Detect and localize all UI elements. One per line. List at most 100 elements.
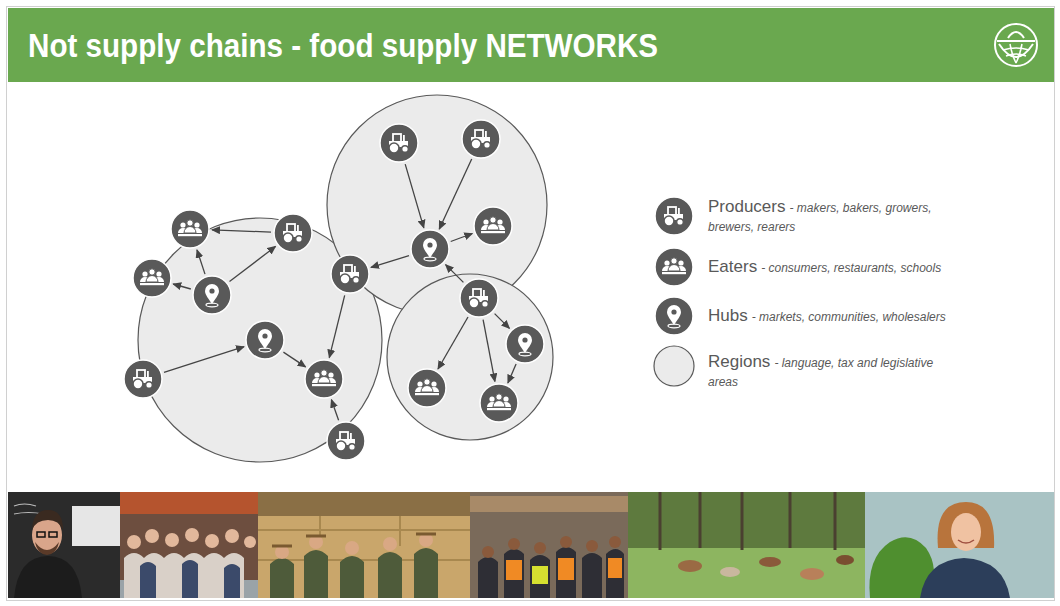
flow-arrow [495, 314, 510, 329]
icon-disc [655, 297, 693, 335]
tractor-cab [668, 207, 676, 215]
flow-arrow [508, 364, 516, 383]
icon-disc [274, 214, 312, 252]
icon-disc [124, 360, 162, 398]
photo-face [127, 535, 141, 549]
pin-base [424, 257, 436, 261]
flow-arrow [483, 320, 495, 382]
photo-face [508, 538, 520, 550]
legend-description: - consumers, restaurants, schools [761, 261, 941, 275]
pin [258, 329, 272, 349]
photo-face [244, 536, 256, 548]
person-body [184, 227, 196, 234]
legend-row: Regions- language, tax and legislative a… [708, 353, 963, 391]
photo-bg [628, 492, 865, 598]
producer-icon [274, 214, 312, 252]
flow-arrow [371, 256, 409, 268]
photo-faces [127, 528, 256, 549]
icon-disc [411, 230, 449, 268]
eater-icon [133, 259, 171, 297]
person-head [664, 260, 669, 265]
legend-region-sample [654, 346, 694, 386]
icon-disc [305, 360, 343, 398]
photo-shelf [120, 492, 258, 514]
region-circle [387, 274, 553, 440]
eater-icon [171, 210, 209, 248]
tractor-wheel [349, 444, 356, 451]
producer-icon [460, 279, 498, 317]
pin-hole [522, 337, 527, 342]
tractor-wheel [146, 382, 153, 389]
flow-arrow [439, 159, 471, 229]
flow-arrow [173, 284, 191, 289]
person-head [142, 271, 147, 276]
logo-ring [995, 24, 1037, 66]
tractor-exhaust [297, 225, 299, 231]
legend-text: Hubs [708, 306, 748, 325]
photo-face [225, 529, 239, 543]
table [140, 283, 164, 285]
table [312, 384, 336, 386]
tractor-cab [393, 134, 401, 142]
photo-face [609, 536, 621, 548]
photo-face [205, 534, 219, 548]
tractor-exhaust [403, 135, 405, 141]
person-head [180, 222, 185, 227]
photo-bg [470, 492, 628, 598]
pin-base [206, 303, 218, 307]
person-head [328, 372, 333, 377]
hub-icon [655, 297, 693, 335]
photo-bg [258, 492, 470, 598]
tractor-cab [475, 130, 483, 138]
tractor-wheel [340, 274, 350, 284]
tractor-exhaust [147, 371, 149, 377]
photo-bg [120, 492, 258, 598]
photo-face [185, 528, 199, 542]
icon-disc [133, 259, 171, 297]
table [662, 272, 686, 274]
pin [205, 284, 219, 304]
icon-disc [380, 124, 418, 162]
legend-row: Producers- makers, bakers, growers, brew… [708, 198, 963, 236]
flow-arrow [405, 164, 424, 228]
person-head [156, 271, 161, 276]
person-head [149, 269, 155, 275]
photo-vests [506, 558, 622, 580]
pin [423, 238, 437, 258]
photo-face [383, 537, 397, 551]
tractor-exhaust [483, 290, 485, 296]
pin-base [519, 352, 531, 356]
person-head [431, 381, 436, 386]
producer-icon [124, 360, 162, 398]
person-body [146, 276, 158, 283]
icon-disc [171, 210, 209, 248]
slide-title: Not supply chains - food supply NETWORKS [28, 8, 658, 82]
flow-arrow [438, 317, 468, 369]
photo-people [124, 553, 244, 598]
person-head [490, 217, 496, 223]
pin-hole [209, 288, 214, 293]
person-body [318, 377, 330, 384]
pin [518, 333, 532, 353]
logo-weave [1003, 44, 1029, 63]
icon-disc [408, 369, 446, 407]
person-body [487, 224, 499, 231]
producer-icon [331, 255, 369, 293]
flow-arrow [283, 352, 305, 367]
flow-arrow [197, 250, 205, 274]
photo-hay-lines [258, 516, 470, 560]
flow-arrow [329, 295, 344, 357]
photo-shelf [470, 496, 628, 512]
legend-text: Regions [708, 352, 770, 371]
table [481, 231, 505, 233]
producer-icon [380, 124, 418, 162]
hub-icon [193, 276, 231, 314]
photo-face [534, 542, 546, 554]
table [487, 408, 511, 410]
eater-icon [474, 207, 512, 245]
table [415, 393, 439, 395]
pin-base [259, 348, 271, 352]
tractor-wheel [484, 142, 491, 149]
person-head [417, 381, 422, 386]
